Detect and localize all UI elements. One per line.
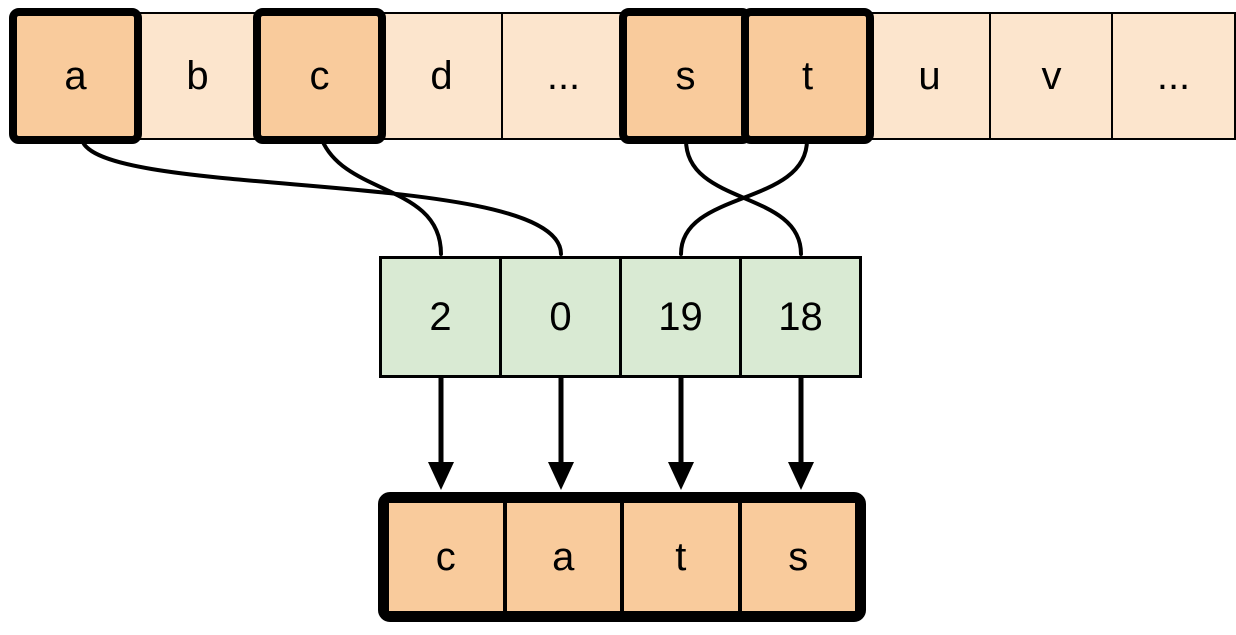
alphabet-cell-a: a bbox=[9, 8, 142, 144]
alphabet-cell-b: b bbox=[135, 12, 260, 140]
word-cell-s: s bbox=[741, 503, 855, 611]
curve-a-to-index-0 bbox=[80, 138, 563, 256]
word-box: c a t s bbox=[378, 492, 866, 622]
word-cell-a: a bbox=[506, 503, 620, 611]
curve-s-to-index-18 bbox=[684, 138, 803, 256]
curve-t-to-index-19 bbox=[679, 138, 809, 256]
arrow-head-2 bbox=[548, 462, 574, 490]
arrow-head-1 bbox=[428, 462, 454, 490]
alphabet-cell-ellipsis-right: ... bbox=[1111, 12, 1236, 140]
index-cell-18: 18 bbox=[739, 256, 862, 378]
alphabet-cell-u: u bbox=[867, 12, 992, 140]
word-cell-t: t bbox=[624, 503, 738, 611]
alphabet-cell-ellipsis-left: ... bbox=[501, 12, 626, 140]
index-cell-19: 19 bbox=[619, 256, 742, 378]
word-cell-c: c bbox=[389, 503, 503, 611]
alphabet-cell-d: d bbox=[379, 12, 504, 140]
arrow-head-3 bbox=[668, 462, 694, 490]
alphabet-cell-t: t bbox=[741, 8, 874, 144]
alphabet-cell-c: c bbox=[253, 8, 386, 144]
index-cell-0: 0 bbox=[499, 256, 622, 378]
alphabet-cell-v: v bbox=[989, 12, 1114, 140]
curve-c-to-index-2 bbox=[320, 138, 443, 256]
arrow-head-4 bbox=[788, 462, 814, 490]
index-cell-2: 2 bbox=[379, 256, 502, 378]
alphabet-cell-s: s bbox=[619, 8, 752, 144]
